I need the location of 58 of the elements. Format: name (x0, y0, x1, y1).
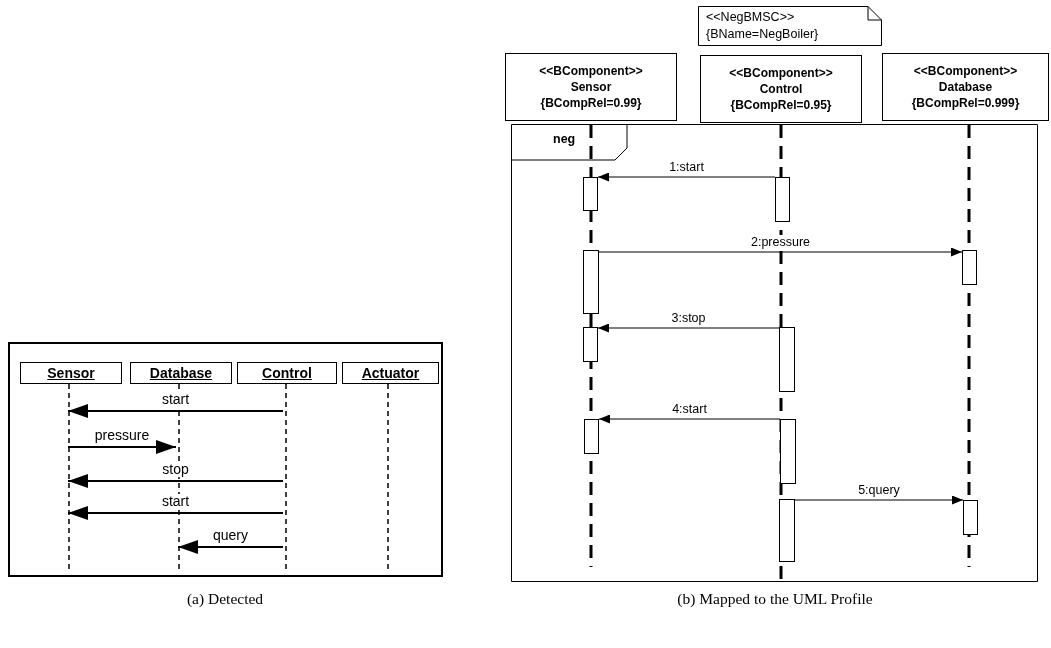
component-box (505, 53, 677, 121)
message-arrow (598, 414, 781, 424)
message-arrow (67, 506, 284, 520)
combined-fragment-frame (511, 124, 1038, 582)
lifeline (967, 125, 971, 567)
object-box (130, 362, 232, 384)
component-box (700, 55, 862, 123)
fragment-operator: neg (553, 132, 576, 146)
figure-caption: (a) Detected (186, 590, 264, 608)
stereotype-label: <<NegBMSC>> (706, 9, 796, 26)
activation-bar (583, 327, 598, 362)
message-label: stop (160, 462, 191, 477)
activation-bar (779, 327, 795, 392)
message-arrow (67, 474, 284, 488)
component-name: Database (938, 79, 993, 95)
lifeline (387, 384, 389, 569)
lifeline (285, 384, 287, 569)
message-label: 3:stop (669, 311, 708, 326)
object-name: Control (262, 365, 312, 381)
message-arrow (177, 540, 284, 554)
activation-bar (780, 419, 796, 484)
object-name: Database (149, 365, 213, 381)
stereotype-label: <<BComponent>> (539, 63, 643, 79)
message-arrow (598, 247, 963, 257)
activation-bar (583, 250, 599, 314)
tagged-value: {BCompRel=0.99} (540, 95, 642, 111)
activation-bar (963, 500, 978, 535)
activation-bar (775, 177, 790, 222)
message-arrow (67, 440, 177, 454)
message-arrow (597, 323, 780, 333)
message-label: start (159, 494, 192, 509)
note-box (698, 6, 882, 46)
tagged-value: {BName=NegBoiler} (706, 26, 819, 43)
message-label: 2:pressure (748, 235, 813, 250)
activation-bar (584, 419, 599, 454)
activation-bar (583, 177, 598, 211)
message-arrow (67, 404, 284, 418)
object-name: Sensor (47, 365, 95, 381)
activation-bar (779, 499, 795, 562)
message-arrow (597, 172, 776, 182)
message-label: 5:query (856, 483, 902, 498)
component-name: Sensor (570, 79, 612, 95)
lifeline (68, 384, 70, 569)
stereotype-label: <<BComponent>> (913, 63, 1018, 79)
message-arrow (794, 495, 964, 505)
activation-bar (962, 250, 977, 285)
component-name: Control (759, 81, 803, 97)
lifeline (178, 384, 180, 569)
object-box (342, 362, 439, 384)
figure-caption: (b) Mapped to the UML Profile (677, 590, 873, 608)
stereotype-label: <<BComponent>> (729, 65, 833, 81)
component-box (882, 53, 1049, 121)
object-box (237, 362, 337, 384)
tagged-value: {BCompRel=0.999} (911, 95, 1020, 111)
message-label: start (159, 392, 192, 407)
object-name: Actuator (361, 365, 420, 381)
tagged-value: {BCompRel=0.95} (730, 97, 832, 113)
object-box (20, 362, 122, 384)
